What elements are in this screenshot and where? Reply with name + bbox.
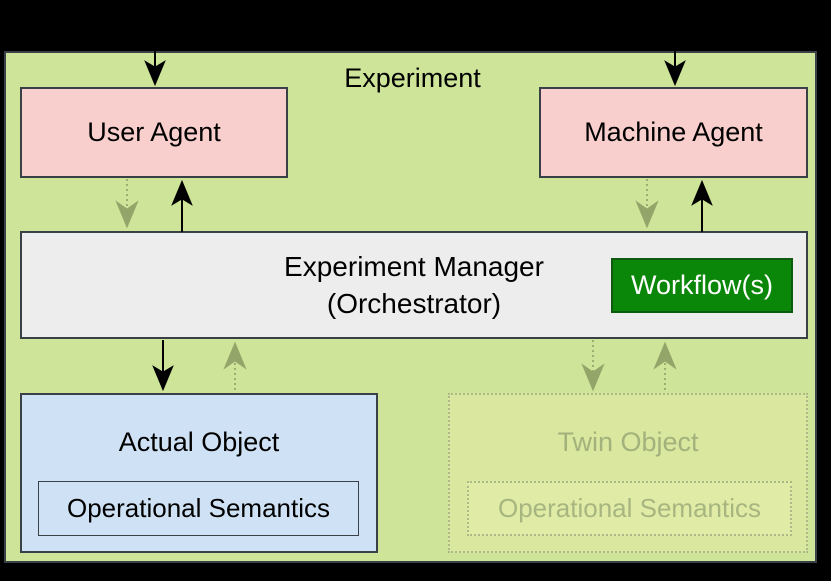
experiment-manager-label-line1: Experiment Manager xyxy=(284,251,544,282)
workflow-label: Workflow(s) xyxy=(630,270,773,300)
actual-object-label: Actual Object xyxy=(118,427,280,457)
twin-operational-semantics-label: Operational Semantics xyxy=(497,493,762,523)
machine-agent-label: Machine Agent xyxy=(584,117,763,147)
actual-operational-semantics-node: Operational Semantics xyxy=(38,481,359,536)
experiment-manager-label-line2: (Orchestrator) xyxy=(326,288,502,319)
workflow-node: Workflow(s) xyxy=(611,258,793,313)
experiment-container-label: Experiment xyxy=(344,63,481,93)
user-agent-node: User Agent xyxy=(20,87,288,178)
twin-object-label: Twin Object xyxy=(557,427,699,457)
machine-agent-node: Machine Agent xyxy=(539,87,808,178)
actual-operational-semantics-label: Operational Semantics xyxy=(66,493,331,523)
twin-operational-semantics-node: Operational Semantics xyxy=(467,481,792,536)
user-agent-label: User Agent xyxy=(87,117,221,147)
